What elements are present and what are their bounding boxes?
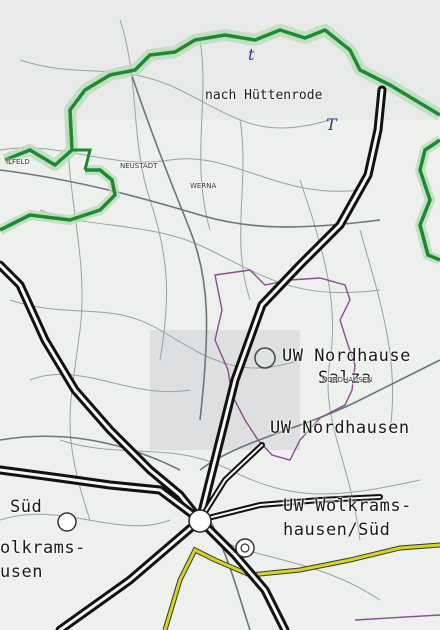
power-line-west [0,260,205,525]
power-line-to-huettenrode [195,85,387,525]
label-uw-nordhausen-salza-1: UW Nordhause [282,346,411,366]
power-line-southwest [0,465,205,525]
substation-circle-icon [188,509,212,533]
power-line-lower-west [55,515,205,630]
power-line-south [195,515,290,630]
substation-circle-icon [254,347,276,369]
label-town-ilfeld: ILFELD [6,158,30,166]
label-sued-left: Süd [10,497,43,517]
label-uw-wolkramshausen-sued-2: hausen/Süd [283,520,391,540]
state-border [0,24,440,265]
power-line-east [197,494,383,523]
label-wolkrams-left-2: usen [0,562,43,582]
label-town-neustadt: NEUSTADT [120,162,158,170]
label-wolkrams-left-1: olkrams- [0,538,86,558]
svg-text:t: t [248,45,255,64]
label-uw-wolkramshausen-sued-1: UW Wolkrams- [283,496,412,516]
substation-circle-icon [235,538,255,558]
power-lines [0,85,387,630]
label-uw-nordhausen: UW Nordhausen [270,418,410,438]
label-uw-nordhausen-salza-2: Salza [318,368,372,388]
svg-text:T: T [326,115,338,134]
substation-circle-icon [57,512,77,532]
label-to-huettenrode: nach Hüttenrode [205,88,323,103]
main-roads [0,69,440,630]
label-town-werna: WERNA [190,182,217,190]
power-line-nordhausen [197,442,265,523]
label-town-nordhausen: NORDHAUSEN [322,376,373,384]
